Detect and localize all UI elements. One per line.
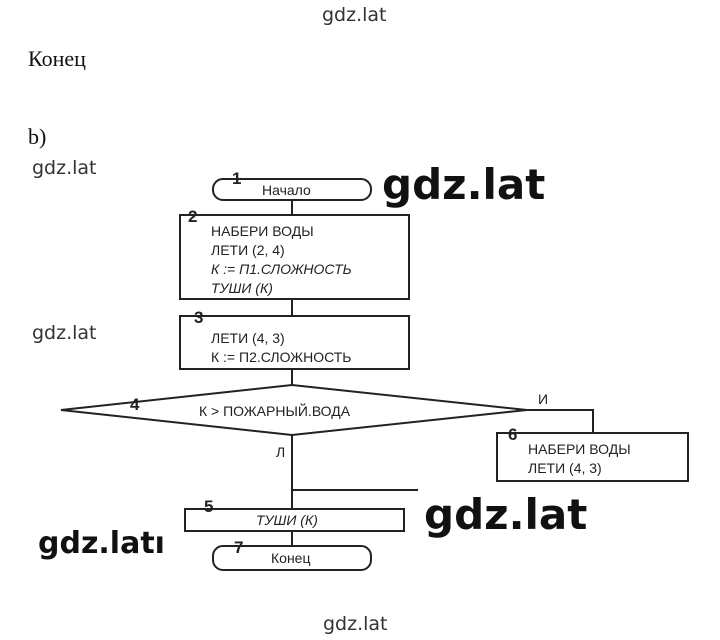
watermark-bottom: gdz.lat [323, 613, 388, 635]
branch-true-label: И [538, 391, 548, 407]
block-7-text: Конец [271, 550, 310, 566]
branch-false-label: Л [276, 444, 285, 460]
block-number-4: 4 [130, 395, 140, 414]
block-number-2: 2 [188, 207, 197, 226]
block-6-line-2: ЛЕТИ (4, 3) [528, 460, 602, 476]
decision-text: К > ПОЖАРНЫЙ.ВОДА [199, 402, 351, 419]
watermark-big-2: gdz.lat [424, 490, 588, 539]
block-2 [179, 214, 410, 300]
decision-block [60, 383, 528, 437]
block-6-line-1: НАБЕРИ ВОДЫ [528, 441, 631, 457]
block-2-line-4: ТУШИ (К) [211, 280, 273, 296]
block-start [212, 178, 372, 201]
block-2-line-2: ЛЕТИ (2, 4) [211, 242, 285, 258]
block-1-text: Начало [262, 182, 311, 198]
block-3 [179, 315, 410, 370]
block-number-7: 7 [234, 538, 243, 557]
section-label: b) [28, 124, 47, 149]
block-number-6: 6 [508, 425, 517, 444]
block-number-5: 5 [204, 497, 213, 516]
end-heading: Конец [28, 46, 86, 71]
block-3-line-2: К := П2.СЛОЖНОСТЬ [211, 349, 351, 365]
watermark-top: gdz.lat [322, 4, 387, 26]
block-2-line-1: НАБЕРИ ВОДЫ [211, 223, 314, 239]
block-end [212, 545, 372, 571]
block-5-text: ТУШИ (К) [256, 512, 318, 528]
block-number-3: 3 [194, 308, 203, 327]
block-3-line-1: ЛЕТИ (4, 3) [211, 330, 285, 346]
watermark-big-3: gdz.latı [38, 526, 165, 561]
watermark-left-1: gdz.lat [32, 157, 97, 179]
block-6 [496, 432, 689, 482]
watermark-big-1: gdz.lat [382, 160, 546, 209]
watermark-left-2: gdz.lat [32, 322, 97, 344]
block-2-line-3: К := П1.СЛОЖНОСТЬ [211, 261, 352, 277]
block-number-1: 1 [232, 169, 241, 188]
block-5 [184, 508, 405, 532]
